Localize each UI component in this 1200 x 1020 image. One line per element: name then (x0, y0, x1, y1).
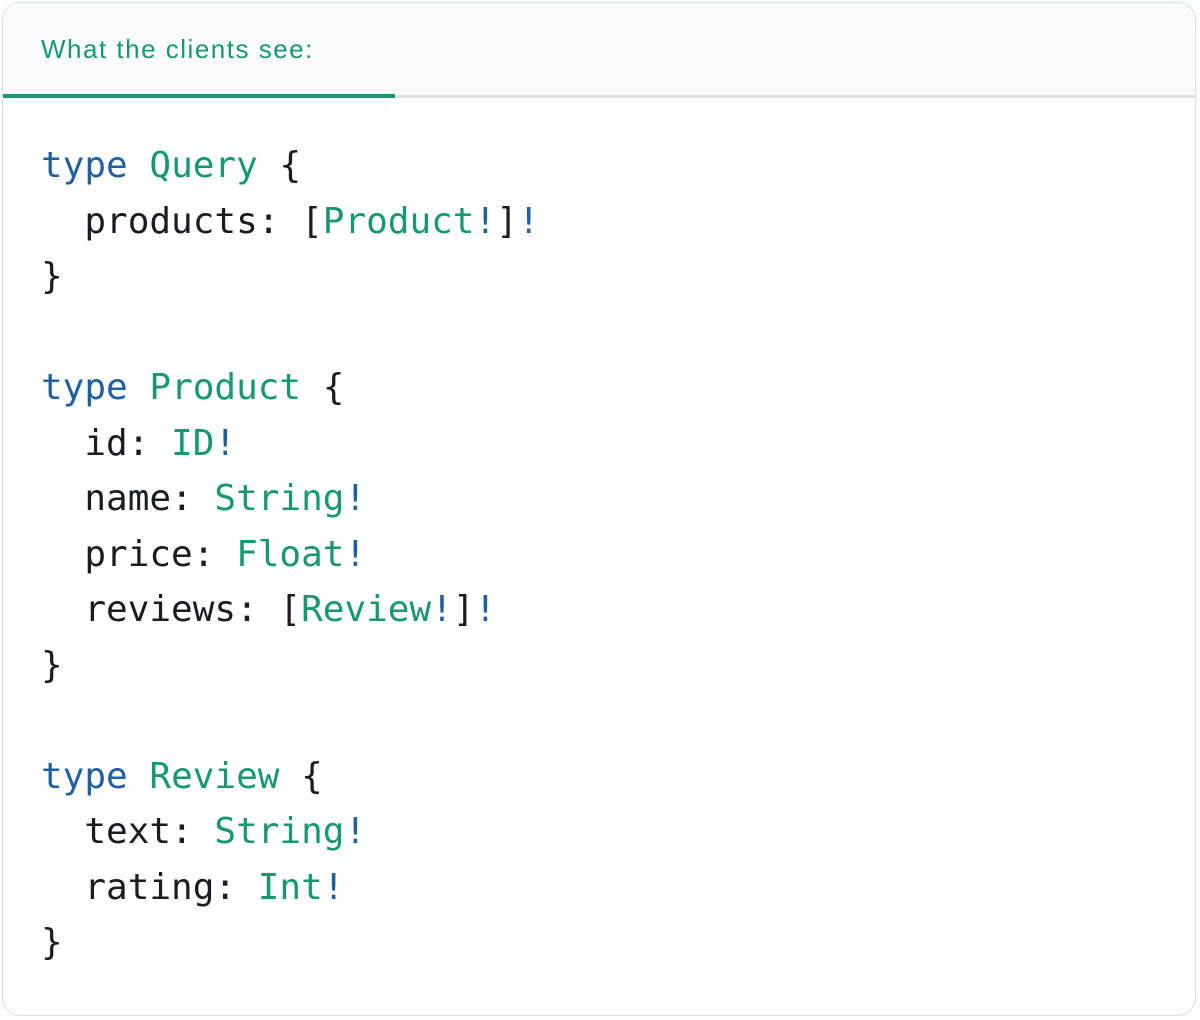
code-line: rating: Int! (41, 860, 1157, 916)
token-plain (128, 145, 150, 186)
token-plain: reviews: [ (41, 589, 302, 630)
code-line: type Query { (41, 138, 1157, 194)
code-line: type Review { (41, 749, 1157, 805)
code-block: type Query { products: [Product!]!} type… (3, 98, 1195, 971)
token-keyword: type (41, 145, 128, 186)
code-line: } (41, 915, 1157, 971)
token-bang: ! (517, 200, 540, 242)
code-line: price: Float! (41, 527, 1157, 583)
token-typename: Review (301, 589, 432, 630)
token-plain: price: (41, 533, 237, 575)
token-plain: { (279, 755, 323, 797)
code-line (41, 693, 1157, 749)
code-line: } (41, 249, 1157, 305)
token-typename: Float (236, 533, 345, 575)
token-bang: ! (344, 478, 367, 519)
code-line: products: [Product!]! (41, 194, 1157, 250)
token-plain: rating: (41, 866, 258, 908)
token-typename: Int (257, 866, 323, 908)
token-typename: Query (149, 145, 258, 186)
token-plain: name: (41, 478, 215, 519)
token-plain: { (257, 145, 302, 186)
token-plain (128, 756, 150, 797)
token-bang: ! (474, 589, 497, 630)
card-header: What the clients see: (3, 3, 1195, 98)
token-bang: ! (344, 811, 367, 852)
token-plain: id: (41, 422, 172, 464)
token-typename: Review (149, 755, 280, 797)
token-keyword: type (41, 755, 128, 797)
token-typename: Product (149, 367, 302, 408)
token-plain: text: (41, 811, 215, 852)
token-plain: products: [ (41, 200, 323, 242)
token-bang: ! (322, 866, 345, 908)
token-plain (128, 367, 150, 408)
token-typename: ID (171, 422, 215, 464)
code-line: } (41, 638, 1157, 694)
token-bang: ! (431, 589, 453, 630)
token-bang: ! (214, 422, 237, 464)
code-line: text: String! (41, 804, 1157, 860)
token-bang: ! (344, 533, 367, 575)
token-plain: } (41, 644, 63, 686)
card-title: What the clients see: (41, 33, 314, 64)
token-typename: String (214, 811, 345, 852)
code-line: reviews: [Review!]! (41, 582, 1157, 638)
code-line: name: String! (41, 471, 1157, 527)
token-plain: { (301, 367, 345, 408)
token-plain: ] (496, 200, 518, 242)
token-plain: } (41, 922, 63, 963)
token-typename: Product (322, 200, 475, 242)
token-plain: } (41, 256, 63, 297)
active-tab-underline (3, 94, 395, 98)
token-typename: String (214, 478, 345, 519)
code-line: id: ID! (41, 416, 1157, 472)
token-keyword: type (41, 367, 128, 408)
code-line: type Product { (41, 360, 1157, 416)
token-plain: ] (452, 589, 475, 630)
token-bang: ! (474, 200, 497, 242)
code-line (41, 305, 1157, 361)
